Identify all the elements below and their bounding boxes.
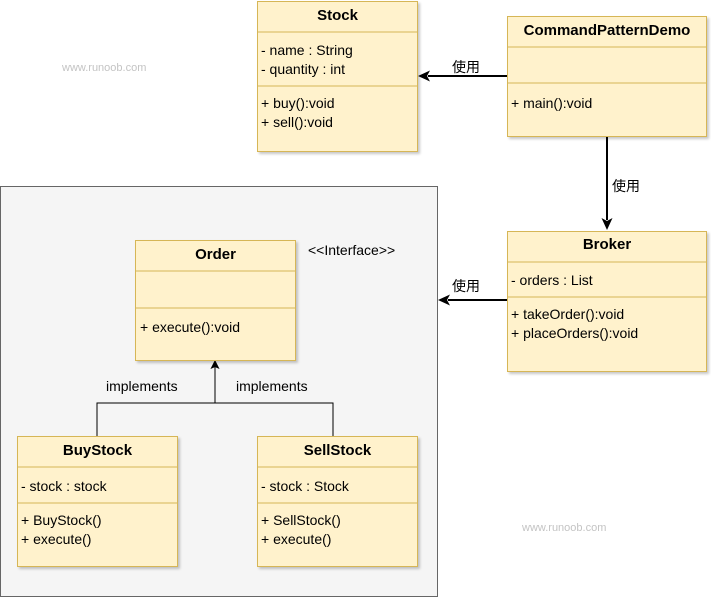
watermark-top: www.runoob.com (61, 62, 146, 74)
class-commandpatterndemo[interactable] (507, 16, 707, 137)
class-title: Broker (583, 236, 632, 253)
class-method: + takeOrder():void (511, 306, 624, 322)
class-title: SellStock (304, 442, 372, 459)
class-sellstock[interactable] (257, 436, 418, 567)
class-buystock-text: BuyStock - stock : stock + BuyStock() + … (21, 442, 133, 547)
edge-label-demo-to-broker: 使用 (612, 178, 640, 194)
edge-demo-to-stock[interactable] (418, 70, 507, 82)
class-attribute: - orders : List (511, 272, 593, 288)
class-method: + SellStock() (261, 512, 341, 528)
class-broker[interactable] (507, 231, 707, 372)
class-title: Stock (317, 7, 359, 24)
class-method: + execute() (261, 531, 331, 547)
edge-label-demo-to-stock: 使用 (452, 59, 480, 75)
class-method: + execute():void (140, 319, 240, 335)
class-title: Order (195, 246, 236, 263)
class-attribute: - name : String (261, 42, 353, 58)
watermark-bottom: www.runoob.com (521, 522, 606, 534)
arrowhead-icon (210, 359, 220, 369)
class-sellstock-text: SellStock - stock : Stock + SellStock() … (261, 442, 372, 547)
class-attribute: - stock : Stock (261, 478, 350, 494)
class-broker-text: Broker - orders : List + takeOrder():voi… (511, 236, 638, 341)
class-stock[interactable] (257, 1, 418, 152)
edge-label-broker-to-group: 使用 (452, 278, 480, 294)
edge-demo-to-broker[interactable] (601, 137, 613, 230)
edge-implements[interactable] (96, 359, 334, 436)
edge-broker-to-group[interactable] (438, 294, 507, 306)
interface-stereotype: <<Interface>> (308, 242, 395, 258)
class-method: + placeOrders():void (511, 325, 638, 341)
edge-label-buystock-implements: implements (106, 378, 178, 394)
class-stock-text: Stock - name : String - quantity : int +… (261, 7, 359, 130)
class-method: + buy():void (261, 95, 335, 111)
class-order[interactable] (135, 240, 296, 361)
class-attribute: - stock : stock (21, 478, 108, 494)
arrowhead-icon (601, 218, 613, 230)
class-title: BuyStock (63, 442, 133, 459)
class-method: + BuyStock() (21, 512, 102, 528)
arrowhead-icon (418, 70, 430, 82)
class-method: + main():void (511, 95, 592, 111)
class-method: + execute() (21, 531, 91, 547)
class-commandpatterndemo-text: CommandPatternDemo + main():void (511, 22, 690, 111)
edge-label-sellstock-implements: implements (236, 378, 308, 394)
class-buystock[interactable] (17, 436, 178, 567)
arrowhead-icon (438, 294, 450, 306)
class-attribute: - quantity : int (261, 61, 345, 77)
class-order-text: Order + execute():void (140, 246, 240, 335)
class-title: CommandPatternDemo (524, 22, 691, 39)
class-method: + sell():void (261, 114, 333, 130)
